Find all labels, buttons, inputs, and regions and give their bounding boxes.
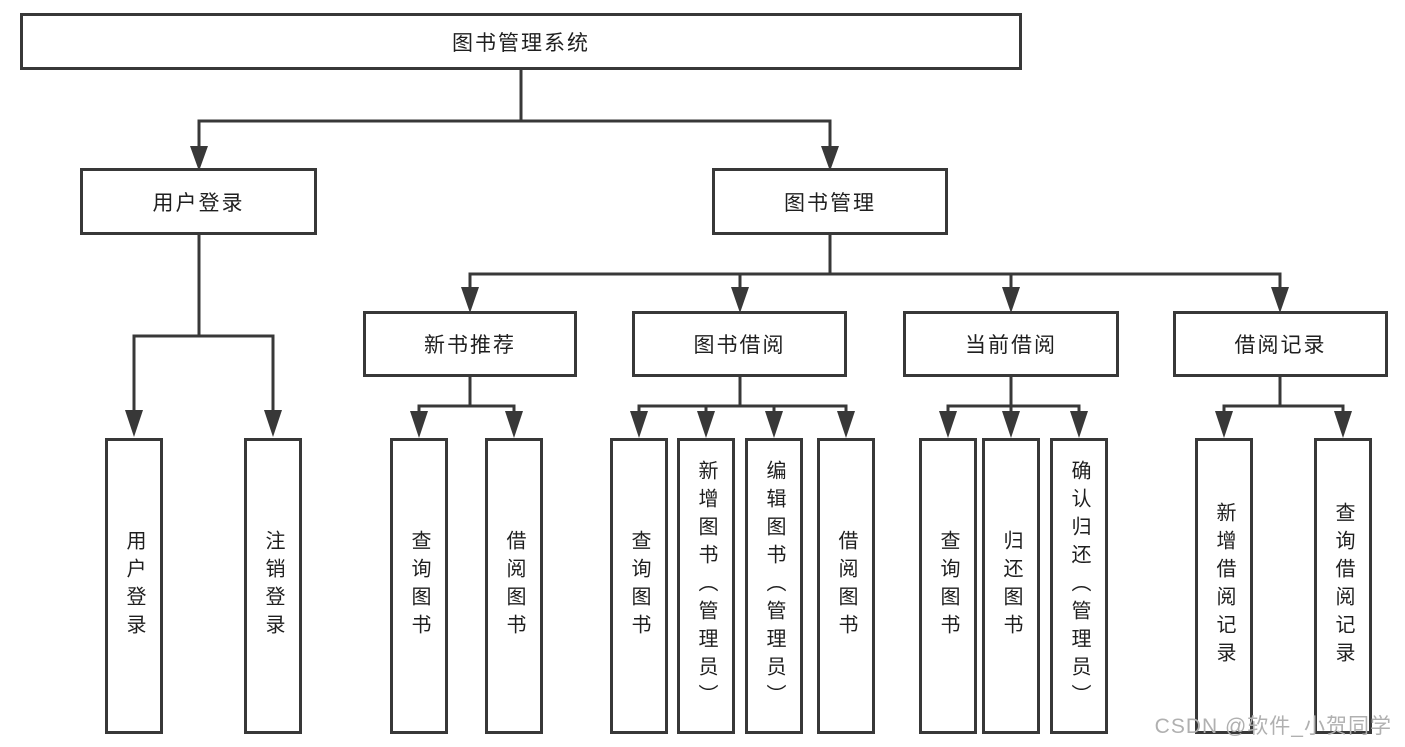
leaf-edit-books-admin: 编辑图书（管理员） xyxy=(745,438,803,734)
node-book-borrowing-label: 图书借阅 xyxy=(693,334,786,357)
node-borrowing-records: 借阅记录 xyxy=(1173,311,1388,377)
node-root-label: 图书管理系统 xyxy=(452,31,590,55)
leaf-add-borrow-record: 新增借阅记录 xyxy=(1195,438,1253,734)
node-user-login-label: 用户登录 xyxy=(152,191,245,215)
leaf-query-books-borrowing: 查询图书 xyxy=(610,438,668,734)
node-borrowing-records-label: 借阅记录 xyxy=(1234,334,1327,357)
node-current-borrowing-label: 当前借阅 xyxy=(965,334,1057,357)
node-new-book-recommendation-label: 新书推荐 xyxy=(424,334,516,357)
leaf-logout-login: 注销登录 xyxy=(244,438,302,734)
leaf-query-books-current: 查询图书 xyxy=(919,438,977,734)
watermark: CSDN @软件_小贺同学 xyxy=(1154,715,1392,738)
leaf-user-login: 用户登录 xyxy=(105,438,163,734)
node-book-borrowing: 图书借阅 xyxy=(632,311,847,377)
leaf-query-books-recommend: 查询图书 xyxy=(390,438,448,734)
node-book-management: 图书管理 xyxy=(712,168,948,235)
leaf-add-books-admin: 新增图书（管理员） xyxy=(677,438,735,734)
leaf-query-borrow-record: 查询借阅记录 xyxy=(1314,438,1372,734)
leaf-borrow-books-recommend: 借阅图书 xyxy=(485,438,543,734)
node-book-management-label: 图书管理 xyxy=(784,191,876,215)
leaf-confirm-return-admin: 确认归还（管理员） xyxy=(1050,438,1108,734)
node-root: 图书管理系统 xyxy=(20,13,1022,70)
leaf-borrow-books-borrowing: 借阅图书 xyxy=(817,438,875,734)
node-user-login: 用户登录 xyxy=(80,168,317,235)
node-current-borrowing: 当前借阅 xyxy=(903,311,1119,377)
leaf-return-books: 归还图书 xyxy=(982,438,1040,734)
node-new-book-recommendation: 新书推荐 xyxy=(363,311,577,377)
